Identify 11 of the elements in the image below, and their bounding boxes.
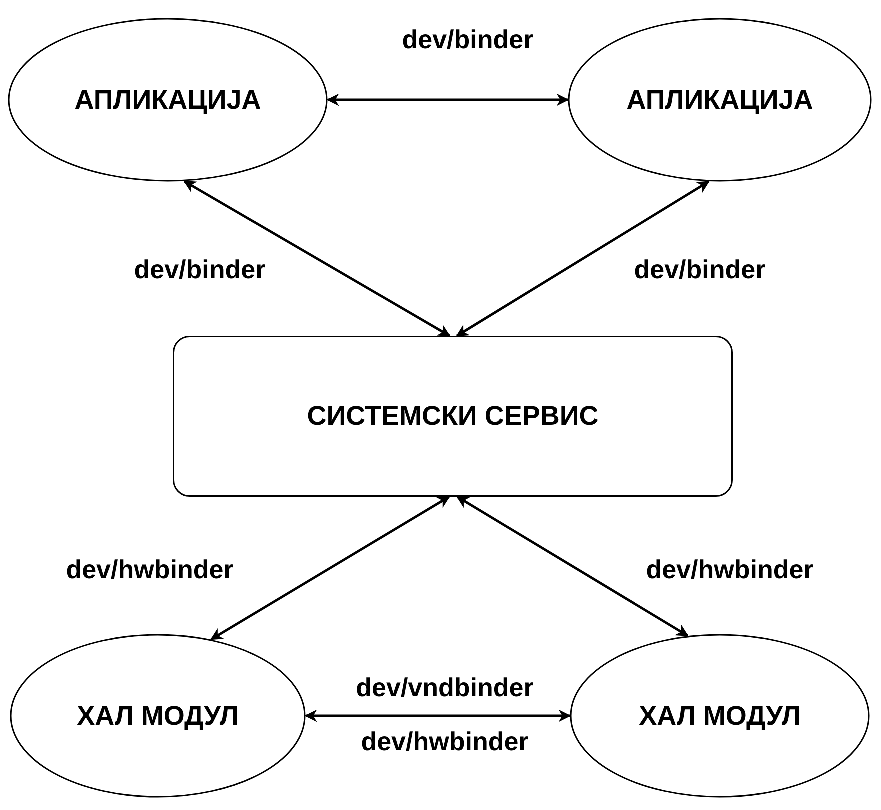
node-label: АПЛИКАЦИЈА [74, 84, 262, 116]
double-arrow [210, 496, 450, 641]
node-label: ХАЛ МОДУЛ [77, 700, 239, 732]
node-label: СИСТЕМСКИ СЕРВИС [307, 401, 599, 432]
double-arrow [304, 710, 572, 722]
node-label: АПЛИКАЦИЈА [626, 84, 814, 116]
double-arrow [184, 180, 451, 338]
double-arrow [456, 496, 689, 637]
double-arrow [326, 94, 570, 106]
node-label: ХАЛ МОДУЛ [639, 700, 801, 732]
double-arrow [456, 180, 710, 338]
